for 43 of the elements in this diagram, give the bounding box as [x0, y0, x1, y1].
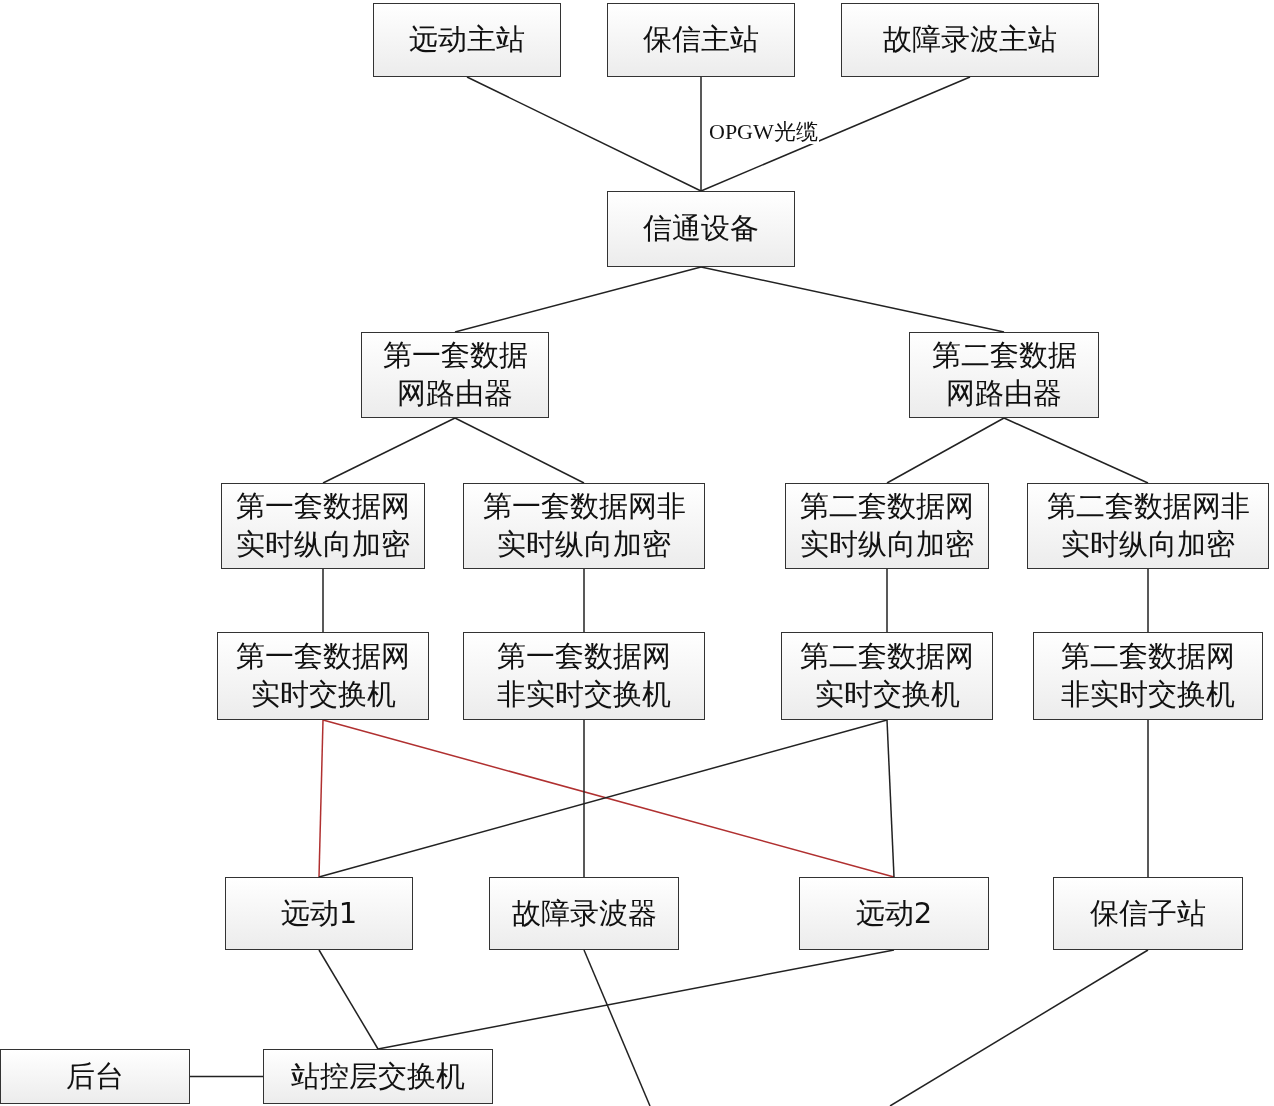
connector-line	[583, 568, 585, 633]
connector-line	[889, 949, 1149, 1106]
device-box: 远动1	[225, 877, 413, 950]
router-box: 第二套数据网路由器	[909, 332, 1099, 418]
connector-line	[886, 568, 888, 633]
connector-line	[700, 266, 1005, 333]
connector-line	[189, 1075, 264, 1078]
device-box: 远动2	[799, 877, 989, 950]
switch-box: 第二套数据网非实时交换机	[1033, 632, 1263, 720]
connector-line	[322, 568, 324, 633]
connector-line	[700, 76, 702, 192]
device-box: 故障录波器	[489, 877, 679, 950]
connector-line	[454, 417, 585, 484]
router-box: 第一套数据网路由器	[361, 332, 549, 418]
device-box: 保信子站	[1053, 877, 1243, 950]
edge-label: OPGW光缆	[708, 120, 819, 145]
connector-line	[318, 949, 379, 1050]
connector-line	[1147, 568, 1149, 633]
connector-line	[700, 76, 971, 192]
connector-line	[454, 266, 702, 333]
connector-line	[322, 417, 456, 484]
encryption-box: 第一套数据网非实时纵向加密	[463, 483, 705, 569]
connector-line	[318, 719, 324, 878]
connector-line	[583, 949, 651, 1106]
switch-box: 第二套数据网实时交换机	[781, 632, 993, 720]
device-box: 后台	[0, 1049, 190, 1104]
encryption-box: 第二套数据网实时纵向加密	[785, 483, 989, 569]
station-box: 故障录波主站	[841, 3, 1099, 77]
connector-line	[583, 719, 585, 878]
connector-line	[377, 949, 895, 1050]
device-box: 信通设备	[607, 191, 795, 267]
connector-line	[1147, 719, 1149, 878]
switch-box: 站控层交换机	[263, 1049, 493, 1104]
switch-box: 第一套数据网非实时交换机	[463, 632, 705, 720]
connector-line	[1003, 417, 1149, 484]
station-box: 保信主站	[607, 3, 795, 77]
connector-line	[886, 719, 895, 878]
encryption-box: 第二套数据网非实时纵向加密	[1027, 483, 1269, 569]
connector-line	[466, 76, 702, 192]
switch-box: 第一套数据网实时交换机	[217, 632, 429, 720]
encryption-box: 第一套数据网实时纵向加密	[221, 483, 425, 569]
connector-line	[886, 417, 1005, 484]
station-box: 远动主站	[373, 3, 561, 77]
